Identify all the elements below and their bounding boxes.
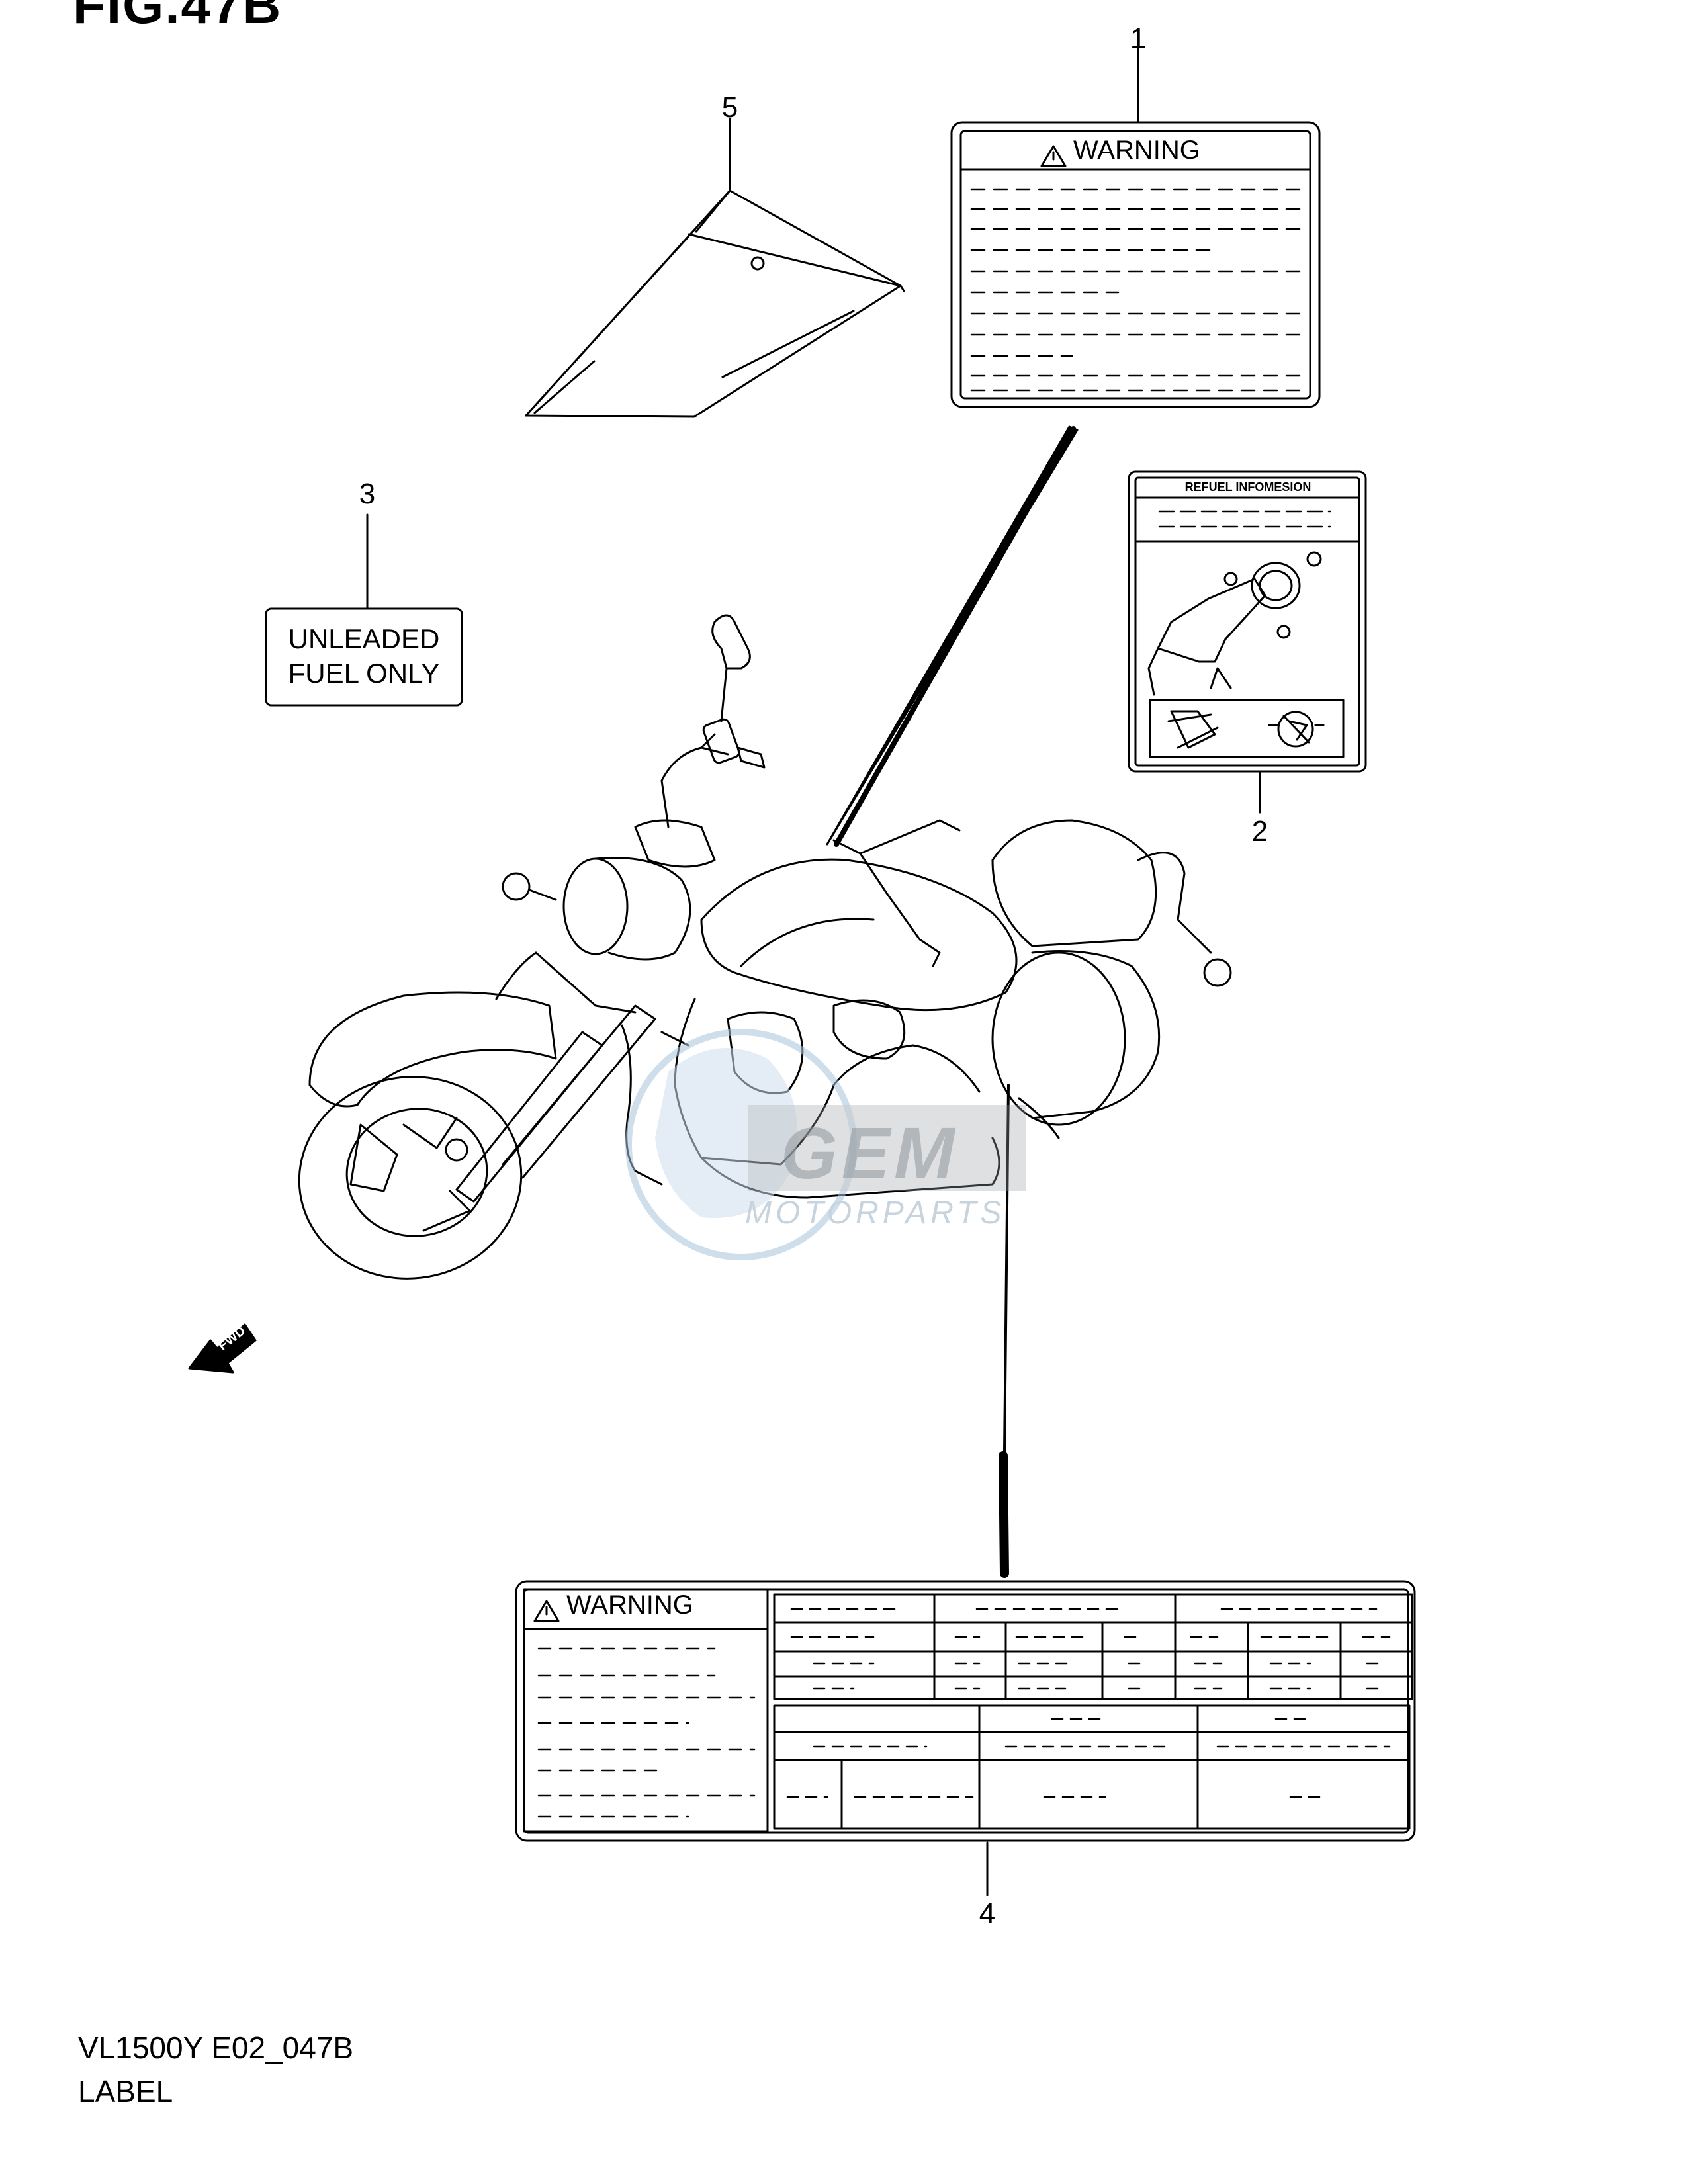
callout-1: 1 (1130, 22, 1147, 55)
manual-sheet-5 (525, 189, 905, 418)
fuel-label-3-line2: FUEL ONLY (288, 658, 440, 689)
warning-label-1-heading: WARNING (1073, 136, 1200, 165)
watermark-brand: GEM (781, 1113, 959, 1194)
watermark-logo (625, 1029, 1026, 1260)
fwd-arrow-icon (188, 1323, 257, 1374)
warning-label-4 (515, 1580, 1416, 1842)
warning-label-4-heading: WARNING (566, 1591, 693, 1620)
no-overfill-icon (1167, 710, 1219, 749)
model-code: VL1500Y E02_047B (78, 2031, 354, 2065)
fuel-nozzle-icon (1147, 551, 1322, 696)
warning-triangle-icon (533, 1600, 560, 1622)
refuel-label-2 (1128, 470, 1367, 773)
callout-4: 4 (979, 1898, 996, 1930)
fuel-label-3 (265, 607, 463, 707)
fuel-label-3-line1: UNLEADED (288, 623, 440, 654)
no-fire-icon (1268, 711, 1325, 748)
refuel-label-2-heading: REFUEL INFOMESION (1184, 480, 1311, 494)
figure-title: FIG.47B (73, 0, 283, 34)
warning-label-1 (950, 121, 1321, 408)
leader-lines (366, 45, 1261, 1896)
callout-2: 2 (1251, 815, 1268, 848)
callout-5: 5 (721, 91, 738, 124)
warning-triangle-icon (1040, 145, 1067, 167)
watermark-subtitle: MOTORPARTS (745, 1196, 1006, 1231)
callout-3: 3 (359, 478, 376, 510)
section-name: LABEL (78, 2074, 173, 2109)
